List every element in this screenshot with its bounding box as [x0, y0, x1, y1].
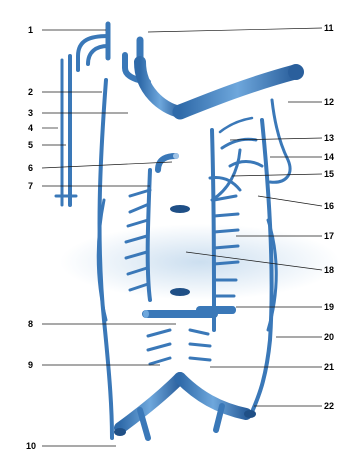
label-16: 16 [324, 201, 334, 211]
label-22: 22 [324, 401, 334, 411]
label-20: 20 [324, 332, 334, 342]
label-8: 8 [28, 319, 33, 329]
label-11: 11 [324, 23, 334, 33]
label-13: 13 [324, 133, 334, 143]
label-19: 19 [324, 302, 334, 312]
label-3: 3 [28, 108, 33, 118]
label-14: 14 [324, 152, 334, 162]
label-9: 9 [28, 360, 33, 370]
label-21: 21 [324, 362, 334, 372]
labels-left: 1 2 3 4 5 6 7 8 9 10 [26, 25, 36, 451]
label-5: 5 [28, 140, 33, 150]
label-10: 10 [26, 441, 36, 451]
label-7: 7 [28, 181, 33, 191]
label-2: 2 [28, 87, 33, 97]
label-6: 6 [28, 163, 33, 173]
label-1: 1 [28, 25, 33, 35]
label-18: 18 [324, 265, 334, 275]
label-4: 4 [28, 123, 33, 133]
labels-right: 11 12 13 14 15 16 17 18 19 20 21 22 [324, 23, 334, 411]
label-15: 15 [324, 169, 334, 179]
label-17: 17 [324, 231, 334, 241]
label-12: 12 [324, 97, 334, 107]
